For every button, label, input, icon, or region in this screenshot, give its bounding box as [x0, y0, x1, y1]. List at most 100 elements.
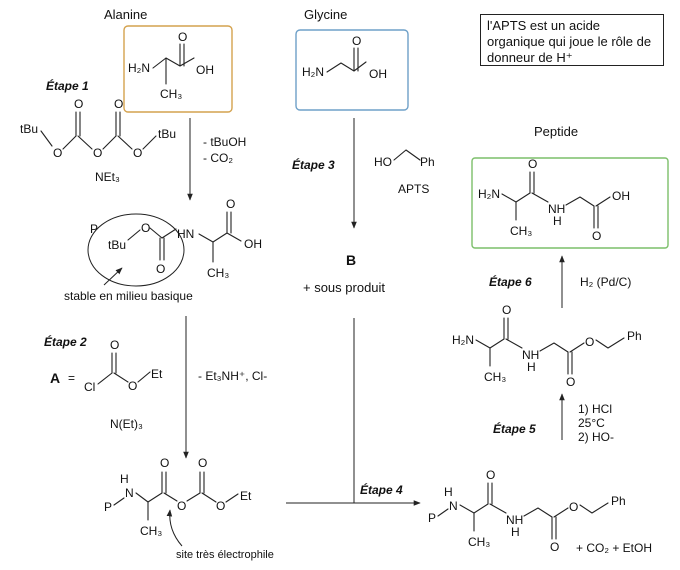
stable-pointer-arrow [103, 267, 123, 286]
dipeptide-h2n: H₂N [452, 333, 474, 347]
glycine-h2n: H₂N [302, 65, 324, 79]
peptide-box [471, 157, 669, 249]
step2-base: N(Et)₃ [110, 417, 143, 431]
protected-o1: O [486, 468, 495, 482]
boc2o-molecule: tBu O O O O O tBu [20, 97, 176, 160]
alanine-oh: OH [196, 63, 214, 77]
alanine-h2n: H₂N [128, 61, 150, 75]
alanine-o: O [178, 30, 187, 44]
step1-byproduct-tbuoh: - tBuOH [203, 135, 246, 149]
step2-label: Étape 2 [44, 334, 87, 349]
chloroformate-o-carbonyl: O [110, 338, 119, 352]
boc2o-o1: O [53, 146, 62, 160]
protected-h: H [444, 485, 453, 499]
step5-label: Étape 5 [493, 421, 536, 436]
anhydride-o2: O [177, 499, 186, 513]
glycine-label: Glycine [304, 7, 347, 22]
peptide-label: Peptide [534, 124, 578, 139]
protected-nh-h: H [511, 525, 520, 539]
peptide-nh-h: H [553, 214, 562, 228]
alanine-label: Alanine [104, 7, 147, 22]
electrophile-note: site très électrophile [176, 549, 274, 561]
step3-label: Étape 3 [292, 157, 335, 172]
peptide-nh: NH [548, 202, 565, 216]
step6-reagent: H₂ (Pd/C) [580, 275, 631, 289]
step2-byproduct: - Et₃NH⁺, Cl- [198, 369, 267, 383]
boc2o-tbu-left: tBu [20, 122, 38, 136]
protected-o-carbonyl: O [550, 540, 559, 554]
peptide-ch3: CH₃ [510, 224, 532, 238]
dipeptide-o1: O [502, 303, 511, 317]
peptide-oh: OH [612, 189, 630, 203]
protected-ch3: CH₃ [468, 535, 490, 549]
protected-nh: NH [506, 513, 523, 527]
dipeptide-o-carbonyl: O [566, 375, 575, 389]
chloroformate-et: Et [151, 367, 163, 381]
glycine-box [295, 29, 409, 111]
benzyl-ho: HO [374, 155, 392, 169]
dipeptide-nh: NH [522, 348, 539, 362]
boc-group-circle [87, 213, 185, 287]
boc2o-o4: O [114, 97, 123, 111]
electrophile-pointer-arrow [166, 509, 183, 547]
protected-dipeptide-molecule: P N H CH₃ O NH H O O Ph [428, 468, 626, 554]
dipeptide-ch3: CH₃ [484, 370, 506, 384]
step1-base-net3: NEt₃ [95, 170, 120, 184]
step4-label: Étape 4 [360, 482, 403, 497]
chloroformate-cl: Cl [84, 380, 95, 394]
stable-note: stable en milieu basique [64, 289, 193, 303]
step1-label: Étape 1 [46, 78, 89, 93]
reagent-a-letter: A [50, 370, 60, 386]
anhydride-et: Et [240, 489, 252, 503]
anhydride-n: N [125, 486, 134, 500]
peptide-o2: O [592, 229, 601, 243]
protected-n: N [449, 499, 458, 513]
boc2o-tbu-right: tBu [158, 127, 176, 141]
peptide-molecule: H₂N CH₃ O NH H O OH [478, 157, 630, 243]
step5-reagent-hcl: 1) HCl [578, 402, 612, 416]
anhydride-p: P [104, 500, 112, 514]
final-byproducts: + CO₂ + EtOH [576, 541, 652, 555]
dipeptide-ph: Ph [627, 329, 642, 343]
anhydride-o4: O [216, 499, 225, 513]
product-b-letter: B [346, 252, 356, 268]
boc2o-o3: O [93, 146, 102, 160]
protected-ph: Ph [611, 494, 626, 508]
reagent-a-equals: = [68, 371, 75, 385]
protected-o-ester: O [569, 500, 578, 514]
ethyl-chloroformate-molecule: Cl O O Et [84, 338, 163, 394]
anhydride-o3: O [198, 456, 207, 470]
boc2o-o5: O [133, 146, 142, 160]
step3-reagent-apts: APTS [398, 182, 429, 196]
boc-alanine-ch3: CH₃ [207, 266, 229, 280]
benzyl-dipeptide-molecule: H₂N CH₃ O NH H O O Ph [452, 303, 642, 389]
glycine-molecule: H₂N O OH [302, 34, 387, 81]
glycine-o: O [352, 34, 361, 48]
chloroformate-o-ester: O [128, 379, 137, 393]
boc-alanine-molecule: tBu O O HN O OH CH₃ [108, 197, 262, 280]
alanine-box [123, 25, 233, 113]
dipeptide-nh-h: H [527, 360, 536, 374]
anhydride-ch3: CH₃ [140, 524, 162, 538]
step5-reagent-base: 2) HO- [578, 430, 614, 444]
protected-p: P [428, 511, 436, 525]
benzyl-alcohol-molecule: HO Ph [374, 149, 435, 169]
alanine-ch3: CH₃ [160, 87, 182, 101]
apts-note-text: l'APTS est un acide organique qui joue l… [487, 18, 652, 65]
peptide-h2n: H₂N [478, 187, 500, 201]
p-label: P [90, 222, 98, 236]
peptide-o1: O [528, 157, 537, 171]
step1-byproduct-co2: - CO₂ [203, 151, 233, 165]
boc-alanine-oh: OH [244, 237, 262, 251]
step6-label: Étape 6 [489, 274, 532, 289]
step5-reagent-temp: 25°C [578, 416, 605, 430]
anhydride-o1: O [160, 456, 169, 470]
boc-o-carbonyl: O [156, 262, 165, 276]
dipeptide-o-ester: O [585, 335, 594, 349]
boc-alanine-o: O [226, 197, 235, 211]
boc-o-ester: O [141, 221, 150, 235]
apts-note-box: l'APTS est un acide organique qui joue l… [480, 14, 664, 66]
boc2o-o2: O [74, 97, 83, 111]
boc-tbu: tBu [108, 238, 126, 252]
alanine-molecule: H₂N O OH CH₃ [128, 30, 214, 101]
